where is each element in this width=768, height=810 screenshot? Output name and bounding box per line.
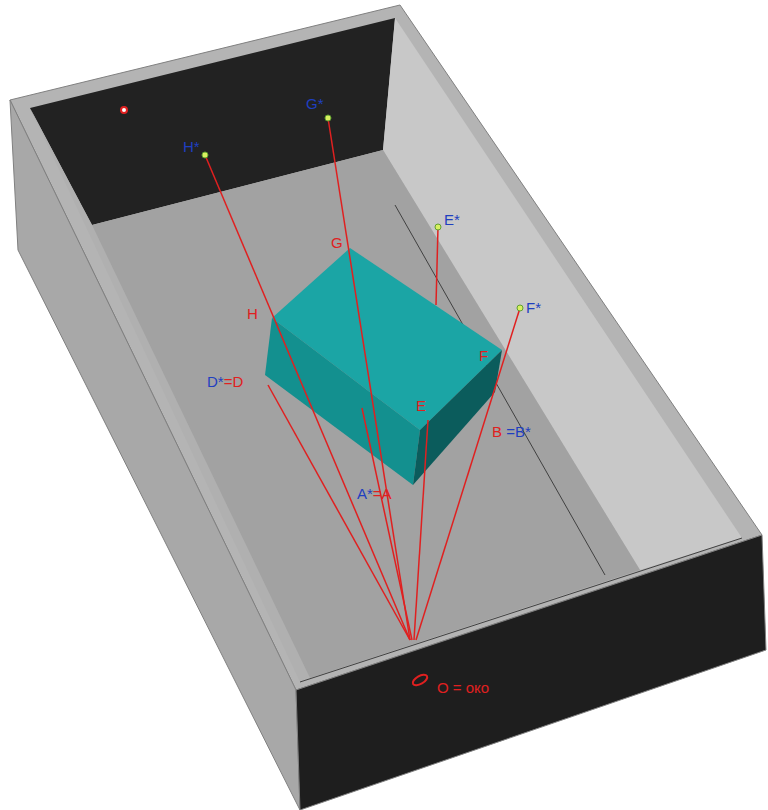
point-label: O = око [437, 680, 489, 695]
cuboid-front [265, 318, 420, 485]
point-label: H [247, 306, 258, 321]
point-label: D*=D [207, 374, 243, 389]
floor [92, 150, 640, 678]
points [121, 107, 523, 311]
point-label: B =B* [492, 424, 531, 439]
rays [205, 118, 520, 640]
point-label: A*=A [357, 486, 392, 501]
point-label: G [331, 235, 343, 250]
point-label: F* [526, 300, 541, 315]
cuboid-side [413, 350, 502, 485]
rim-line [300, 538, 742, 682]
point-label: F [479, 348, 488, 363]
eye-marker [411, 673, 429, 688]
point-label: E* [444, 212, 460, 227]
point-label: H* [183, 139, 200, 154]
point-label: E [416, 398, 426, 413]
point-label: G* [306, 96, 324, 111]
